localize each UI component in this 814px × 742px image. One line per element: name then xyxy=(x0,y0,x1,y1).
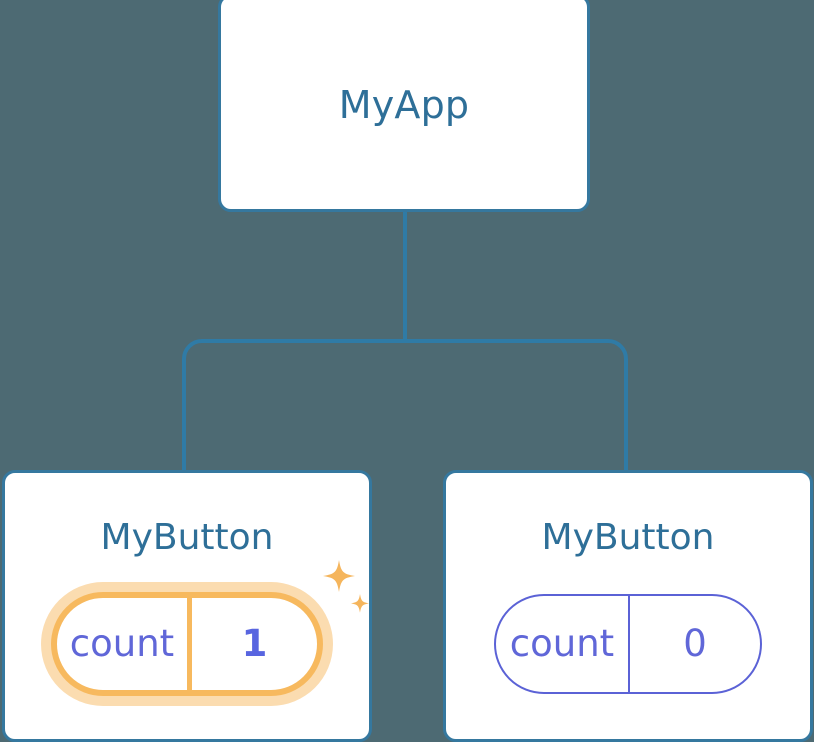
child-0-state-key-cell: count xyxy=(57,598,187,690)
child-0-state-pill[interactable]: count 1 xyxy=(51,592,323,696)
child-1-state-pill[interactable]: count 0 xyxy=(494,594,762,694)
child-1-state-pill-wrapper: count 0 xyxy=(446,577,810,707)
root-node-label: MyApp xyxy=(338,83,470,127)
child-1-state-key: count xyxy=(509,622,615,665)
child-0-state-pill-wrapper: count 1 xyxy=(5,577,369,707)
tree-node-root[interactable]: MyApp xyxy=(218,0,590,212)
tree-node-child-1[interactable]: MyButton count 0 xyxy=(443,470,813,742)
child-0-state-key: count xyxy=(69,622,175,665)
child-1-state-key-cell: count xyxy=(496,596,628,692)
connector-branch-bar xyxy=(182,339,628,470)
child-1-label: MyButton xyxy=(541,517,715,558)
child-0-pill-divider xyxy=(187,598,192,690)
child-1-pill-divider xyxy=(628,596,630,692)
child-0-state-value-cell: 1 xyxy=(192,598,317,690)
child-1-state-value: 0 xyxy=(683,622,707,665)
tree-node-child-0[interactable]: MyButton count 1 xyxy=(2,470,372,742)
child-1-state-value-cell: 0 xyxy=(630,596,760,692)
child-0-label: MyButton xyxy=(100,517,274,558)
child-0-state-value: 1 xyxy=(241,622,268,665)
